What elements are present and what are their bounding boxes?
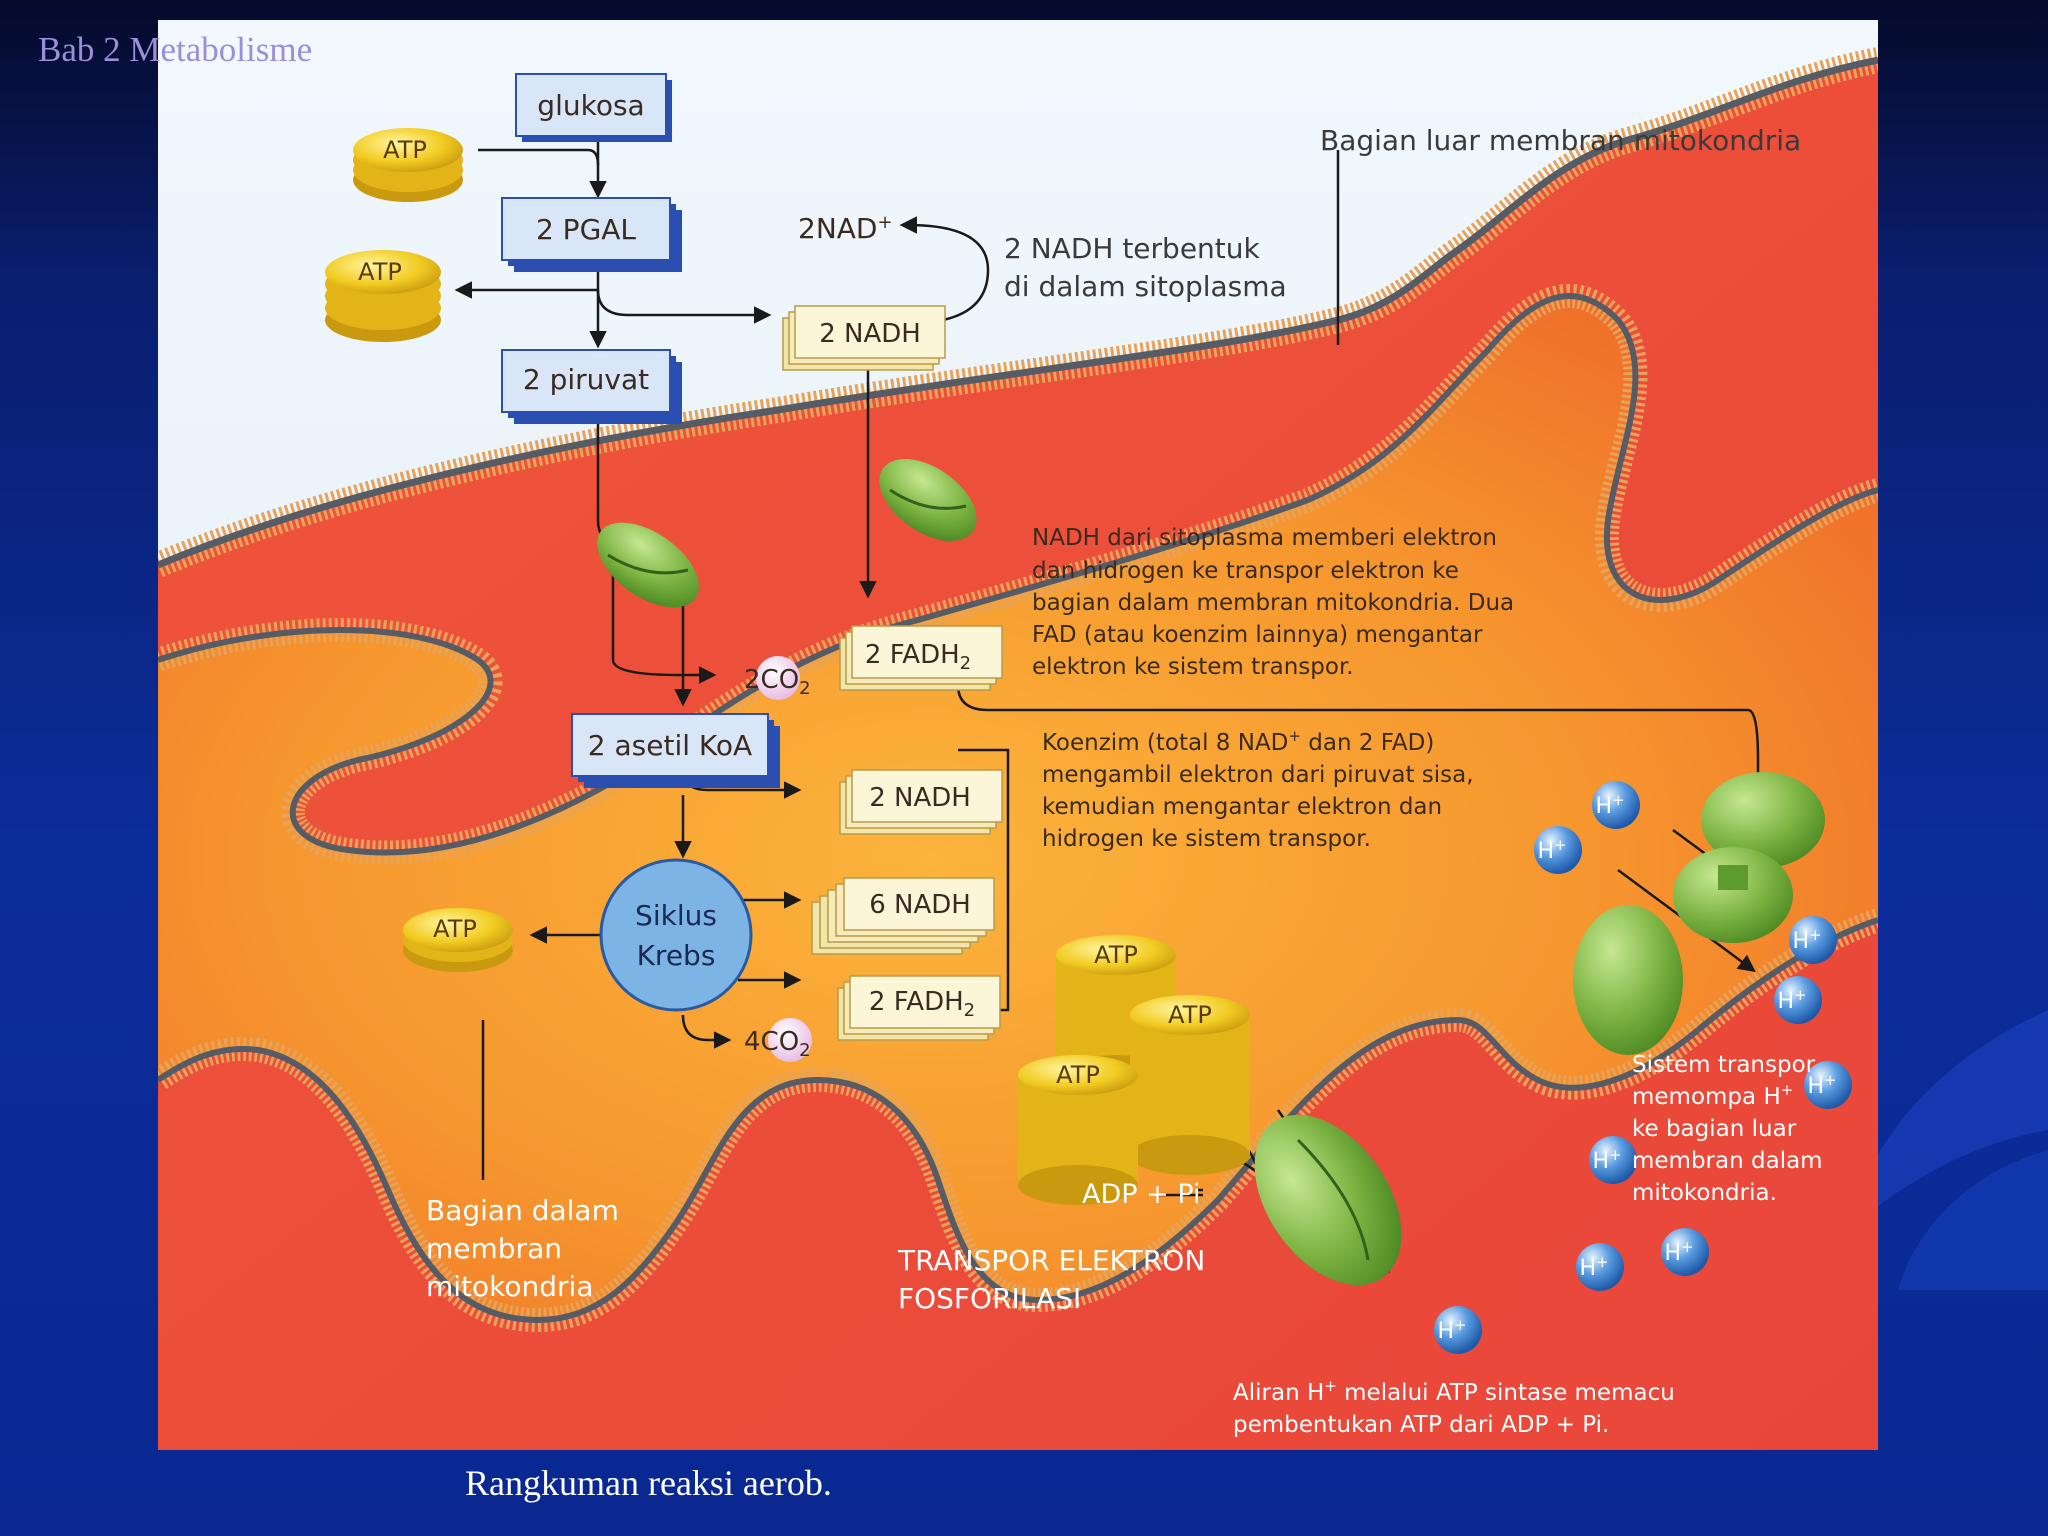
svg-text:2 PGAL: 2 PGAL bbox=[536, 213, 636, 246]
svg-text:H+: H+ bbox=[1595, 791, 1624, 819]
co2-four: 4CO2 bbox=[744, 1018, 812, 1062]
svg-text:ATP: ATP bbox=[358, 258, 402, 286]
svg-text:ke bagian luar: ke bagian luar bbox=[1632, 1116, 1797, 1142]
svg-text:mitokondria.: mitokondria. bbox=[1632, 1180, 1777, 1206]
atp-synthase-protein bbox=[1254, 1114, 1402, 1286]
svg-text:2CO2: 2CO2 bbox=[744, 665, 811, 699]
h-ion: H+ bbox=[1589, 1136, 1637, 1184]
piruvat-box: 2 piruvat bbox=[501, 349, 682, 424]
svg-text:Sistem transpor: Sistem transpor bbox=[1632, 1052, 1816, 1078]
atp-stack-synthase-b: ATP bbox=[1130, 995, 1250, 1175]
svg-text:H+: H+ bbox=[1592, 1146, 1621, 1174]
aerobic-respiration-diagram: glukosa 2 PGAL 2 piruvat 2 asetil KoA 2 … bbox=[158, 20, 1878, 1450]
svg-text:H+: H+ bbox=[1437, 1316, 1466, 1344]
svg-text:dan hidrogen ke transpor elekt: dan hidrogen ke transpor elektron ke bbox=[1032, 558, 1459, 584]
svg-text:elektron ke sistem transpor.: elektron ke sistem transpor. bbox=[1032, 654, 1354, 680]
pump-description: Sistem transpor memompa H+ ke bagian lua… bbox=[1632, 1052, 1823, 1206]
outer-membrane-label: Bagian luar membran mitokondria bbox=[1320, 124, 1801, 157]
asetil-koa-box: 2 asetil KoA bbox=[571, 713, 780, 788]
nadh-description: NADH dari sitoplasma memberi elektron da… bbox=[1032, 525, 1514, 680]
svg-text:hidrogen ke sistem transpor.: hidrogen ke sistem transpor. bbox=[1042, 826, 1371, 852]
svg-text:6 NADH: 6 NADH bbox=[869, 890, 971, 920]
co2-two: 2CO2 bbox=[744, 656, 811, 700]
svg-text:Siklus: Siklus bbox=[635, 899, 717, 932]
atp-synthase-flow-description: Aliran H+ melalui ATP sintase memacu pem… bbox=[1233, 1377, 1675, 1438]
svg-text:Bagian dalam: Bagian dalam bbox=[426, 1194, 619, 1227]
inner-membrane-label: Bagian dalam membran mitokondria bbox=[426, 1194, 619, 1303]
svg-text:membran: membran bbox=[426, 1232, 562, 1265]
h-ion: H+ bbox=[1434, 1306, 1482, 1354]
atp-stack-1: ATP bbox=[353, 128, 463, 202]
nad-plus-label: 2NAD+ bbox=[798, 212, 893, 245]
svg-text:TRANSPOR ELEKTRON: TRANSPOR ELEKTRON bbox=[897, 1244, 1205, 1277]
svg-text:kemudian mengantar elektron da: kemudian mengantar elektron dan bbox=[1042, 794, 1442, 820]
coenzyme-description: Koenzim (total 8 NAD+ dan 2 FAD) mengamb… bbox=[1042, 727, 1474, 852]
svg-text:NADH dari sitoplasma memberi e: NADH dari sitoplasma memberi elektron bbox=[1032, 525, 1497, 551]
svg-text:Aliran H+ melalui ATP sintase: Aliran H+ melalui ATP sintase memacu bbox=[1233, 1377, 1675, 1406]
h-ions: H+ H+ H+ H+ H+ H+ H+ H+ H+ bbox=[1434, 781, 1852, 1354]
svg-text:H+: H+ bbox=[1777, 986, 1806, 1014]
svg-text:H+: H+ bbox=[1579, 1253, 1608, 1281]
pgal-box: 2 PGAL bbox=[501, 197, 682, 272]
svg-text:bagian dalam membran mitokondr: bagian dalam membran mitokondria. Dua bbox=[1032, 590, 1514, 616]
svg-text:H+: H+ bbox=[1807, 1071, 1836, 1099]
channel-protein-right bbox=[879, 458, 977, 542]
h-ion: H+ bbox=[1774, 976, 1822, 1024]
atp-stack-2: ATP bbox=[325, 250, 441, 342]
krebs-cycle: Siklus Krebs bbox=[599, 858, 753, 1012]
electron-transport-complexes bbox=[1573, 772, 1825, 1055]
svg-text:2 FADH2: 2 FADH2 bbox=[869, 987, 975, 1021]
h-ion: H+ bbox=[1661, 1228, 1709, 1276]
svg-text:2 FADH2: 2 FADH2 bbox=[865, 640, 971, 674]
svg-text:2 NADH: 2 NADH bbox=[869, 783, 971, 813]
svg-text:2 NADH terbentuk: 2 NADH terbentuk bbox=[1004, 232, 1261, 265]
h-ion: H+ bbox=[1804, 1061, 1852, 1109]
svg-text:Krebs: Krebs bbox=[637, 939, 716, 972]
fadh-bottom-box: 2 FADH2 bbox=[837, 975, 1001, 1041]
h-ion: H+ bbox=[1576, 1243, 1624, 1291]
atp-stack-synthase-c: ATP bbox=[1018, 1055, 1138, 1205]
svg-text:di dalam sitoplasma: di dalam sitoplasma bbox=[1004, 270, 1287, 303]
svg-text:ATP: ATP bbox=[1056, 1061, 1100, 1089]
svg-text:mengambil elektron dari piruva: mengambil elektron dari piruvat sisa, bbox=[1042, 762, 1474, 788]
svg-text:H+: H+ bbox=[1792, 926, 1821, 954]
svg-text:mitokondria: mitokondria bbox=[426, 1270, 593, 1303]
six-nadh-box: 6 NADH bbox=[811, 877, 995, 955]
nadh-matrix-box: 2 NADH bbox=[839, 769, 1003, 835]
svg-text:FAD (atau koenzim lainnya) men: FAD (atau koenzim lainnya) mengantar bbox=[1032, 622, 1483, 648]
mitochondrial-matrix bbox=[158, 296, 1878, 1320]
adp-pi-label: ADP + Pi bbox=[1082, 1179, 1201, 1210]
svg-text:memompa H+: memompa H+ bbox=[1632, 1081, 1793, 1110]
h-ion: H+ bbox=[1592, 781, 1640, 829]
atp-stack-krebs: ATP bbox=[403, 908, 513, 972]
svg-text:2 piruvat: 2 piruvat bbox=[523, 363, 649, 396]
decorative-swoosh bbox=[1848, 1010, 2048, 1290]
svg-text:2 NADH: 2 NADH bbox=[819, 319, 921, 349]
svg-text:2 asetil KoA: 2 asetil KoA bbox=[588, 729, 752, 762]
glukosa-box: glukosa bbox=[515, 73, 672, 142]
svg-text:4CO2: 4CO2 bbox=[744, 1027, 811, 1061]
svg-text:Koenzim (total 8 NAD+ dan 2 FA: Koenzim (total 8 NAD+ dan 2 FAD) bbox=[1042, 727, 1434, 756]
h-ion: H+ bbox=[1534, 826, 1582, 874]
svg-text:ATP: ATP bbox=[433, 915, 477, 943]
svg-text:glukosa: glukosa bbox=[537, 89, 644, 122]
channel-protein-left bbox=[597, 522, 699, 608]
svg-text:ATP: ATP bbox=[383, 136, 427, 164]
transport-title: TRANSPOR ELEKTRON FOSFORILASI bbox=[897, 1244, 1205, 1315]
nadh-cytoplasm-box: 2 NADH bbox=[782, 305, 946, 371]
nadh-formed-label: 2 NADH terbentuk di dalam sitoplasma bbox=[1004, 232, 1287, 303]
fadh-top-box: 2 FADH2 bbox=[839, 625, 1003, 691]
svg-text:H+: H+ bbox=[1664, 1238, 1693, 1266]
slide-caption: Rangkuman reaksi aerob. bbox=[465, 1463, 832, 1503]
svg-text:ATP: ATP bbox=[1168, 1001, 1212, 1029]
svg-text:pembentukan ATP dari ADP + Pi.: pembentukan ATP dari ADP + Pi. bbox=[1233, 1412, 1609, 1438]
svg-text:H+: H+ bbox=[1537, 836, 1566, 864]
svg-text:membran dalam: membran dalam bbox=[1632, 1148, 1823, 1174]
svg-text:ATP: ATP bbox=[1094, 941, 1138, 969]
h-ion: H+ bbox=[1789, 916, 1837, 964]
slide-header: Bab 2 Metabolisme bbox=[38, 30, 313, 69]
svg-text:FOSFORILASI: FOSFORILASI bbox=[898, 1282, 1081, 1315]
